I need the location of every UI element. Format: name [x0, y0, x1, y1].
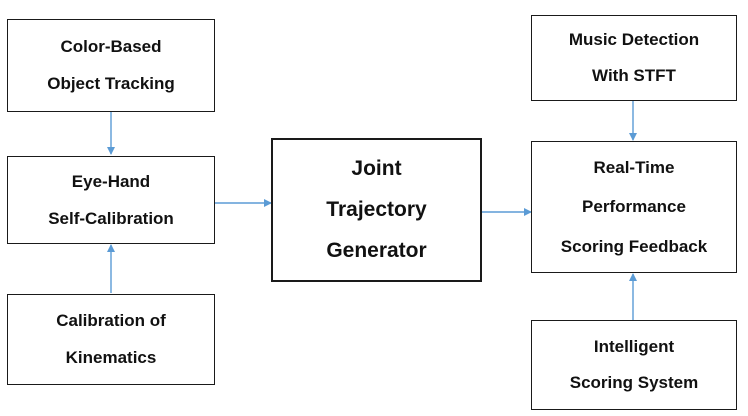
color-based-object-tracking-box: Color-Based Object Tracking	[7, 19, 215, 112]
box-line: Generator	[326, 239, 427, 263]
box-line: Eye-Hand	[71, 171, 151, 191]
realtime-performance-scoring-box: Real-Time Performance Scoring Feedback	[531, 141, 737, 273]
box-line: Color-Based	[60, 36, 162, 56]
box-line: Object Tracking	[47, 74, 175, 94]
box-line: Scoring Feedback	[560, 236, 708, 256]
box-line: Scoring System	[569, 373, 699, 393]
box-line: Kinematics	[65, 347, 157, 367]
joint-trajectory-generator-box: Joint Trajectory Generator	[271, 138, 482, 282]
box-line: Self-Calibration	[48, 208, 174, 228]
box-line: Joint	[351, 156, 402, 180]
box-line: Calibration of	[56, 311, 166, 331]
box-line: Music Detection	[568, 30, 700, 50]
box-line: Intelligent	[593, 337, 675, 357]
eye-hand-self-calibration-box: Eye-Hand Self-Calibration	[7, 156, 215, 244]
box-line: Trajectory	[326, 197, 427, 221]
box-line: With STFT	[592, 66, 676, 86]
intelligent-scoring-system-box: Intelligent Scoring System	[531, 320, 737, 410]
music-detection-stft-box: Music Detection With STFT	[531, 15, 737, 101]
box-line: Real-Time	[593, 157, 675, 177]
calibration-of-kinematics-box: Calibration of Kinematics	[7, 294, 215, 385]
box-line: Performance	[582, 197, 686, 217]
